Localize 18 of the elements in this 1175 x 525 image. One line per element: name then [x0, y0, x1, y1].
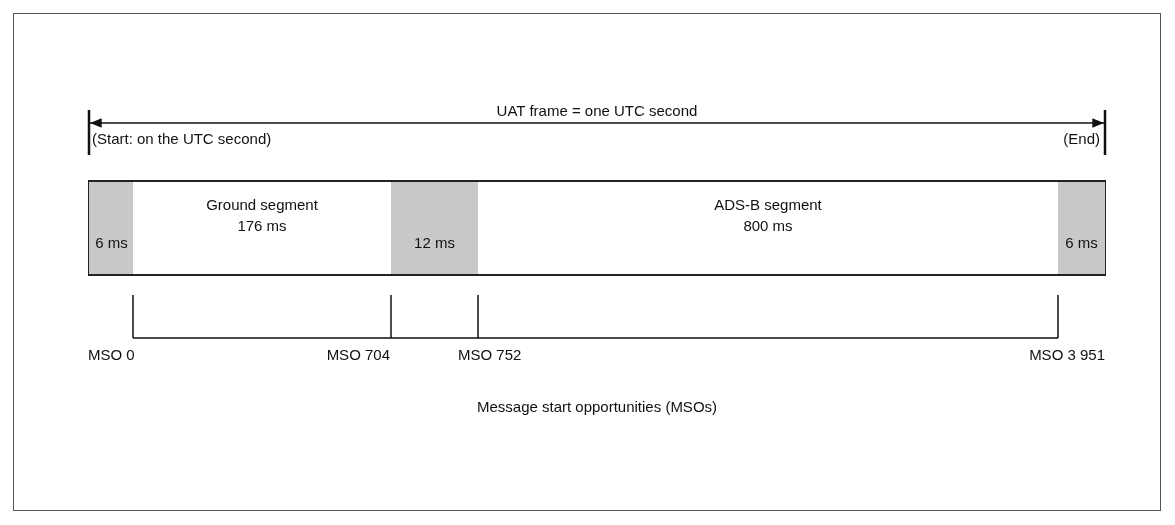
- time-segment: [89, 182, 134, 274]
- duration-text: 6 ms: [1065, 234, 1098, 251]
- mso-label: MSO 704: [326, 346, 390, 363]
- segment-title: ADS-B segment: [714, 196, 822, 213]
- axis-caption: Message start opportunities (MSOs): [476, 398, 718, 415]
- duration-text: 12 ms: [414, 234, 455, 251]
- duration-text: 6 ms: [95, 234, 128, 251]
- mso-label: MSO 0: [88, 346, 135, 363]
- mso-label: MSO 3 951: [1029, 346, 1105, 363]
- dimension-label: UAT frame = one UTC second: [496, 102, 698, 119]
- time-segment: [1058, 182, 1105, 274]
- duration-text: 800 ms: [743, 217, 793, 234]
- start-note: (Start: on the UTC second): [92, 130, 272, 147]
- segment-title: Ground segment: [206, 196, 318, 213]
- mso-label: MSO 752: [458, 346, 522, 363]
- time-segment: [391, 182, 478, 274]
- duration-text: 176 ms: [237, 217, 287, 234]
- end-note: (End): [1063, 130, 1100, 147]
